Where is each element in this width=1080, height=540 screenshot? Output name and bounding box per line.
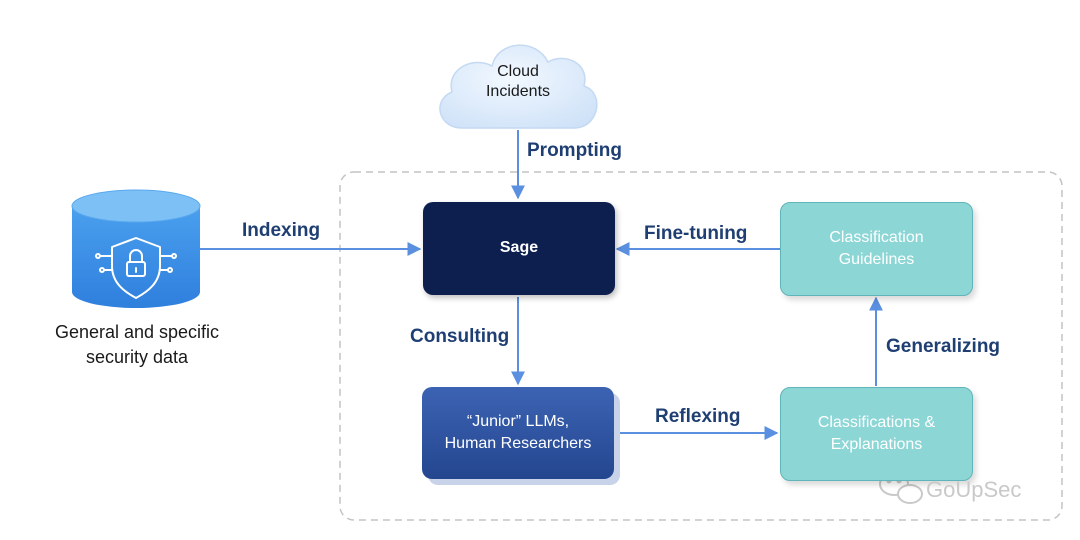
classification-guidelines-box: Classification Guidelines	[780, 202, 973, 296]
edge-label-reflexing: Reflexing	[655, 406, 741, 427]
edge-label-indexing: Indexing	[242, 220, 321, 241]
classifications-label-line1: Classifications &	[817, 413, 936, 431]
cloud-incidents-label: Cloud Incidents	[468, 62, 568, 102]
junior-label-line1: “Junior” LLMs,	[466, 412, 570, 430]
data-source-label-line2: security data	[85, 347, 189, 368]
sage-label: Sage	[499, 239, 539, 257]
edge-label-generalizing: Generalizing	[886, 336, 1001, 357]
junior-llms-box: “Junior” LLMs, Human Researchers	[422, 387, 614, 479]
edge-label-prompting: Prompting	[527, 140, 622, 161]
lock-shield-icon	[95, 237, 177, 299]
system-boundary	[339, 171, 1063, 521]
data-source-label: General and specific security data	[30, 320, 244, 370]
edge-label-fine-tuning: Fine-tuning	[644, 223, 748, 244]
classifications-label-line2: Explanations	[830, 436, 923, 453]
edge-label-consulting: Consulting	[410, 326, 510, 347]
cloud-label-line1: Cloud	[497, 63, 539, 80]
data-source-label-line1: General and specific	[54, 322, 220, 342]
junior-label-line2: Human Researchers	[444, 435, 592, 452]
guidelines-label-line1: Classification	[829, 228, 924, 246]
guidelines-label-line2: Guidelines	[838, 251, 915, 268]
cloud-shape	[439, 44, 598, 129]
sage-box: Sage	[423, 202, 615, 295]
watermark-text: GoUpSec	[926, 477, 1022, 502]
database-cylinder	[71, 189, 201, 308]
classifications-explanations-box: Classifications & Explanations	[780, 387, 973, 481]
cloud-label-line2: Incidents	[485, 83, 551, 100]
